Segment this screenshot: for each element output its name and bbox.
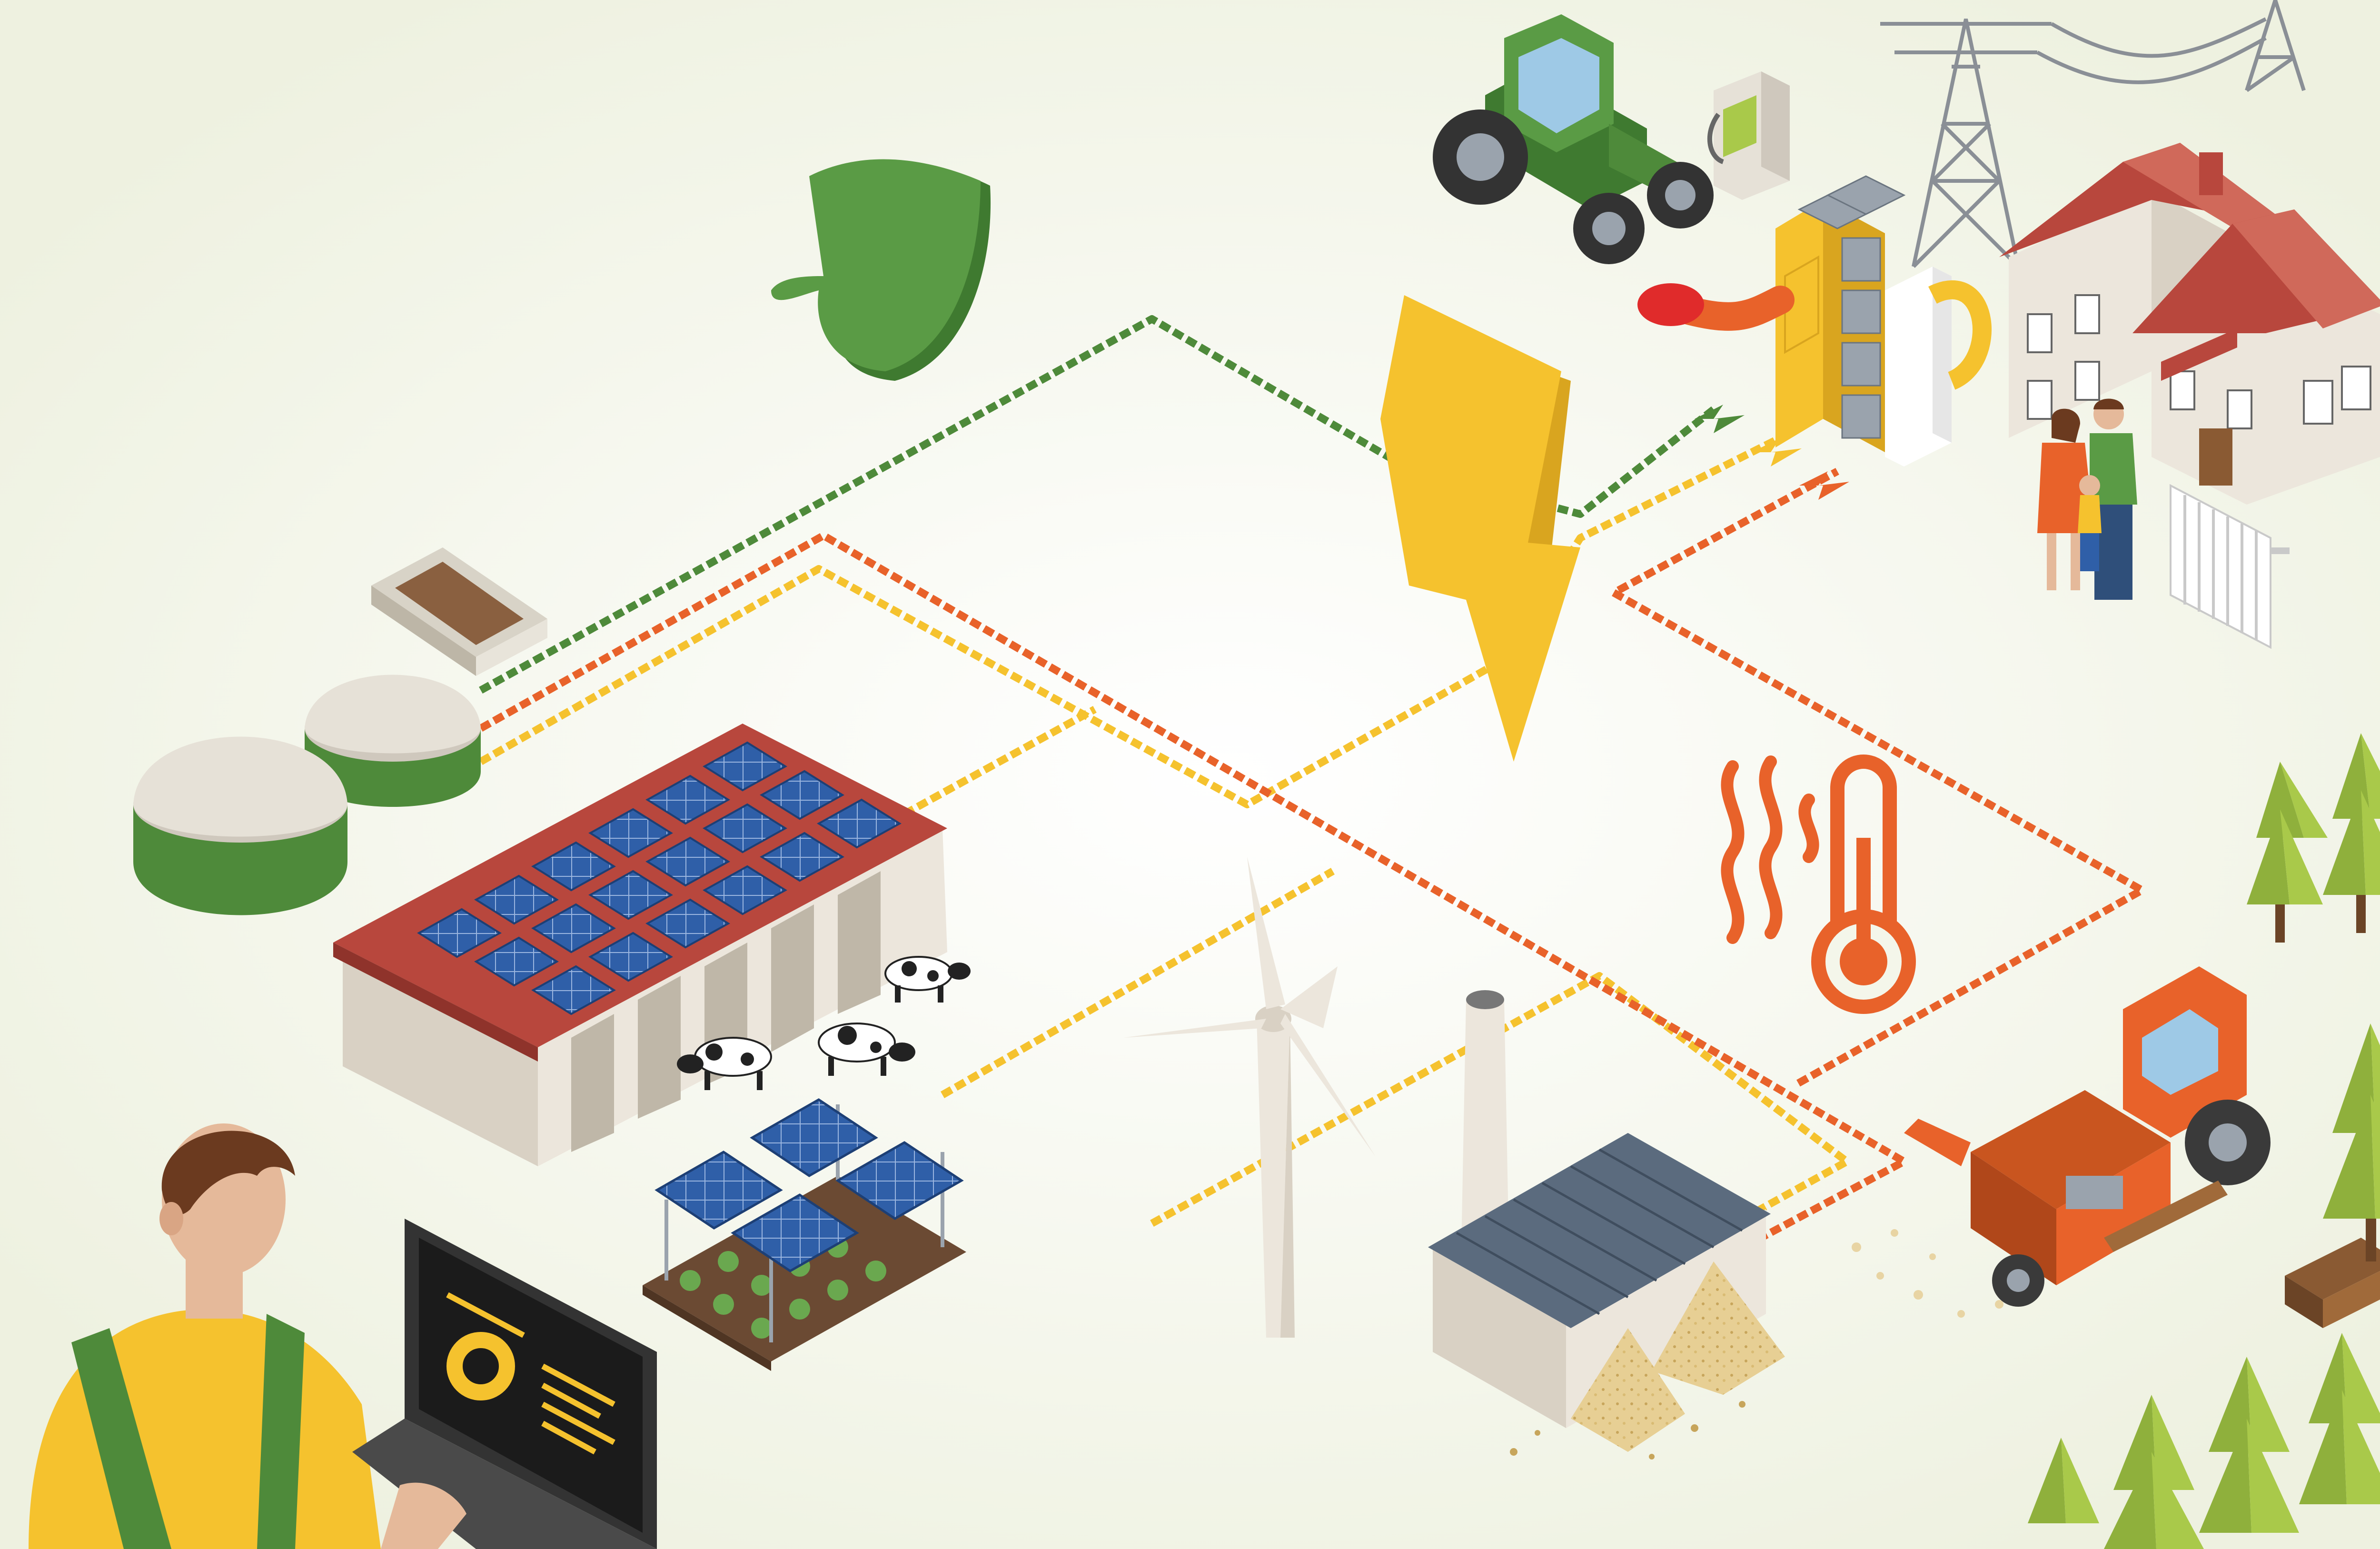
heat-thermometer-icon — [1721, 755, 1916, 1014]
leaf-icon — [771, 159, 991, 381]
flow-arrows — [1695, 405, 1849, 500]
heat-flow-line-loop — [1612, 589, 2146, 1089]
wind-turbine-icon — [1123, 857, 1376, 1338]
farmer-laptop-icon — [29, 1123, 657, 1549]
electricity-flow-line-wind — [941, 868, 1335, 1098]
dashboard-donut-icon — [446, 1332, 515, 1400]
heat-arrow — [1799, 471, 1849, 500]
fuel-pump-icon — [1707, 71, 1790, 200]
manure-trough-icon — [371, 547, 547, 676]
house-icon — [1999, 143, 2380, 505]
heat-flow-line-house — [1616, 467, 1839, 594]
electricity-arrow — [1752, 438, 1802, 467]
lightning-bolt-icon — [1380, 295, 1580, 762]
biogas-arrow — [1695, 405, 1745, 433]
electricity-flow-line-biomass — [1150, 972, 1851, 1241]
woodchip-boiler-icon — [1428, 990, 1785, 1460]
electricity-flow-line-solar — [902, 705, 1097, 818]
flow-lines — [479, 315, 2146, 1241]
heat-flow-line-main — [479, 532, 1908, 1241]
biogas-flow-line — [479, 315, 1716, 694]
electricity-flow-line-main — [479, 434, 1782, 808]
biogas-digester-icon — [133, 547, 547, 915]
battery-rack-icon — [1637, 175, 1992, 467]
log-pile-icon — [2285, 1238, 2380, 1328]
tractor-icon — [1433, 14, 1714, 264]
radiator-icon — [2170, 484, 2290, 649]
pylon-icon — [1880, 0, 2306, 268]
chipper-tractor-icon — [1852, 966, 2271, 1318]
pine-tree-icon — [2028, 733, 2380, 1549]
cow-icon — [677, 956, 971, 1090]
family-icon — [2037, 398, 2137, 600]
agrivoltaic-icon — [643, 1098, 966, 1371]
